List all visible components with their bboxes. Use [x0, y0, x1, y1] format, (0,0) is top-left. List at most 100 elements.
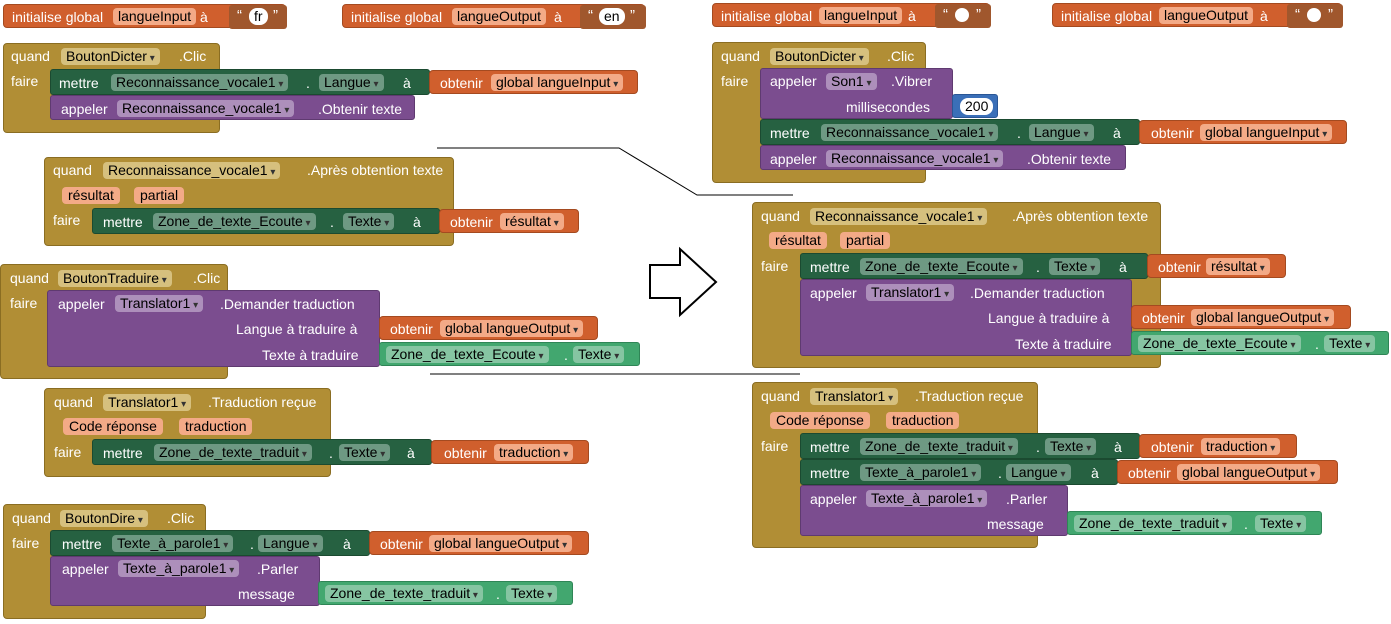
property-dropdown[interactable]: Texte	[506, 585, 558, 602]
component-dropdown[interactable]: Zone_de_texte_traduit	[154, 444, 312, 461]
getter-block[interactable]: obtenir global langueOutput	[369, 531, 589, 555]
getter-block[interactable]: obtenir résultat	[1147, 254, 1286, 278]
getter-block[interactable]: obtenir global langueOutput	[1131, 305, 1351, 329]
call-block[interactable]: appeler Reconnaissance_vocale1 .Obtenir …	[50, 95, 415, 120]
component-dropdown[interactable]: Zone_de_texte_traduit	[325, 585, 483, 602]
variable-dropdown[interactable]: traduction	[1201, 438, 1281, 455]
global-init-langueInput[interactable]: initialise global langueInput à “ fr ”	[3, 4, 287, 29]
setter-block[interactable]: mettre Texte_à_parole1 . Langue à	[50, 530, 370, 556]
property-dropdown[interactable]: Texte	[339, 444, 391, 461]
param-chip[interactable]: Code réponse	[770, 412, 870, 429]
string-block[interactable]: “ ”	[1287, 4, 1343, 28]
variable-dropdown[interactable]: global langueOutput	[1177, 464, 1321, 481]
component-dropdown[interactable]: Translator1	[866, 284, 955, 301]
param-chip[interactable]: Code réponse	[63, 418, 163, 435]
call-block[interactable]: appeler Translator1 .Demander traduction…	[47, 290, 380, 367]
component-dropdown[interactable]: Son1	[826, 73, 877, 90]
variable-dropdown[interactable]: global langueInput	[1200, 124, 1333, 141]
string-value-field[interactable]: en	[599, 8, 625, 25]
number-block[interactable]: 200	[952, 94, 998, 118]
getter-block[interactable]: obtenir global langueInput	[429, 70, 638, 94]
component-dropdown[interactable]: Reconnaissance_vocale1	[103, 162, 281, 179]
param-chip[interactable]: traduction	[179, 418, 253, 435]
getter-block[interactable]: obtenir global langueOutput	[1117, 460, 1338, 484]
component-dropdown[interactable]: Reconnaissance_vocale1	[111, 74, 289, 91]
call-block-vibrer[interactable]: appeler Son1 .Vibrer millisecondes	[760, 68, 953, 119]
component-dropdown[interactable]: Reconnaissance_vocale1	[810, 208, 988, 225]
variable-dropdown[interactable]: global langueInput	[491, 74, 624, 91]
string-value-field[interactable]	[1307, 8, 1321, 22]
component-dropdown[interactable]: Zone_de_texte_traduit	[860, 438, 1018, 455]
component-getter-block[interactable]: Zone_de_texte_traduit . Texte	[318, 581, 573, 605]
call-block[interactable]: appeler Translator1 .Demander traduction…	[800, 279, 1132, 356]
component-dropdown[interactable]: Translator1	[810, 388, 899, 405]
component-dropdown[interactable]: Zone_de_texte_Ecoute	[153, 213, 316, 230]
setter-block[interactable]: mettre Zone_de_texte_traduit . Texte à	[92, 439, 432, 465]
component-dropdown[interactable]: Translator1	[115, 295, 204, 312]
component-dropdown[interactable]: BoutonDicter	[61, 48, 160, 65]
global-init-langueOutput[interactable]: initialise global langueOutput à “ ”	[1052, 3, 1343, 28]
global-name-field[interactable]: langueInput	[113, 8, 197, 25]
setter-block[interactable]: mettre Zone_de_texte_traduit . Texte à	[800, 433, 1140, 459]
variable-dropdown[interactable]: global langueOutput	[429, 535, 573, 552]
string-block[interactable]: “ ”	[935, 4, 991, 28]
variable-dropdown[interactable]: résultat	[500, 213, 564, 230]
property-dropdown[interactable]: Langue	[258, 535, 323, 552]
property-dropdown[interactable]: Texte	[1324, 335, 1376, 352]
string-block[interactable]: “ en ”	[580, 5, 646, 29]
number-field[interactable]: 200	[960, 98, 994, 115]
getter-block[interactable]: obtenir traduction	[1139, 434, 1297, 458]
global-name-field[interactable]: langueInput	[819, 7, 903, 24]
component-dropdown[interactable]: BoutonDicter	[770, 48, 869, 65]
getter-block[interactable]: obtenir global langueOutput	[379, 316, 598, 340]
global-init-langueOutput[interactable]: initialise global langueOutput à “ en ”	[342, 4, 646, 29]
component-dropdown[interactable]: Texte_à_parole1	[118, 560, 240, 577]
setter-block[interactable]: mettre Texte_à_parole1 . Langue à	[800, 459, 1118, 485]
global-name-field[interactable]: langueOutput	[452, 8, 547, 25]
component-dropdown[interactable]: Reconnaissance_vocale1	[826, 150, 1004, 167]
param-chip[interactable]: partial	[134, 187, 185, 204]
getter-block[interactable]: obtenir global langueInput	[1139, 120, 1347, 144]
component-dropdown[interactable]: Zone_de_texte_Ecoute	[1138, 335, 1301, 352]
call-block[interactable]: appeler Texte_à_parole1 .Parler message	[50, 556, 320, 606]
component-getter-block[interactable]: Zone_de_texte_traduit . Texte	[1067, 511, 1322, 535]
component-dropdown[interactable]: Zone_de_texte_Ecoute	[860, 258, 1023, 275]
variable-dropdown[interactable]: global langueOutput	[440, 320, 584, 337]
component-dropdown[interactable]: Zone_de_texte_traduit	[1074, 515, 1232, 532]
string-block[interactable]: “ fr ”	[229, 5, 287, 29]
setter-block[interactable]: mettre Zone_de_texte_Ecoute . Texte à	[92, 208, 440, 234]
component-dropdown[interactable]: Reconnaissance_vocale1	[117, 100, 295, 117]
param-chip[interactable]: résultat	[62, 187, 120, 204]
property-dropdown[interactable]: Langue	[1029, 124, 1094, 141]
call-block[interactable]: appeler Texte_à_parole1 .Parler message	[800, 485, 1068, 536]
getter-block[interactable]: obtenir résultat	[439, 209, 579, 233]
property-dropdown[interactable]: Langue	[1006, 464, 1071, 481]
property-dropdown[interactable]: Texte	[1049, 258, 1101, 275]
variable-dropdown[interactable]: traduction	[494, 444, 574, 461]
property-dropdown[interactable]: Texte	[1045, 438, 1097, 455]
component-dropdown[interactable]: Texte_à_parole1	[112, 535, 234, 552]
variable-dropdown[interactable]: résultat	[1206, 258, 1270, 275]
setter-block[interactable]: mettre Reconnaissance_vocale1 . Langue à	[50, 69, 430, 95]
component-getter-block[interactable]: Zone_de_texte_Ecoute . Texte	[1131, 331, 1389, 355]
string-value-field[interactable]: fr	[249, 8, 268, 25]
string-value-field[interactable]	[955, 8, 969, 22]
param-chip[interactable]: partial	[840, 232, 891, 249]
component-dropdown[interactable]: Reconnaissance_vocale1	[821, 124, 999, 141]
param-chip[interactable]: résultat	[769, 232, 827, 249]
property-dropdown[interactable]: Langue	[319, 74, 384, 91]
call-block[interactable]: appeler Reconnaissance_vocale1 .Obtenir …	[760, 145, 1126, 170]
variable-dropdown[interactable]: global langueOutput	[1191, 309, 1335, 326]
getter-block[interactable]: obtenir traduction	[431, 440, 589, 464]
global-name-field[interactable]: langueOutput	[1159, 7, 1254, 24]
setter-block[interactable]: mettre Reconnaissance_vocale1 . Langue à	[760, 119, 1140, 145]
setter-block[interactable]: mettre Zone_de_texte_Ecoute . Texte à	[800, 253, 1148, 279]
component-dropdown[interactable]: Texte_à_parole1	[866, 490, 988, 507]
global-init-langueInput[interactable]: initialise global langueInput à “ ”	[712, 3, 991, 28]
component-dropdown[interactable]: Texte_à_parole1	[860, 464, 982, 481]
component-dropdown[interactable]: Zone_de_texte_Ecoute	[386, 346, 549, 363]
property-dropdown[interactable]: Texte	[1255, 515, 1307, 532]
component-dropdown[interactable]: Translator1	[103, 394, 192, 411]
property-dropdown[interactable]: Texte	[343, 213, 395, 230]
param-chip[interactable]: traduction	[886, 412, 960, 429]
